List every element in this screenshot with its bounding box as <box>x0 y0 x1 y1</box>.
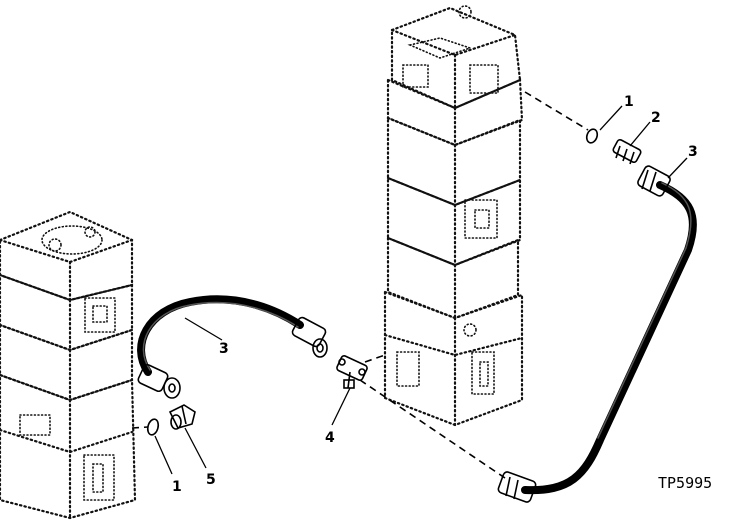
left-hose-right-fitting <box>291 316 328 358</box>
dash-line-right-port <box>524 91 589 131</box>
left-hose-left-fitting <box>137 363 181 399</box>
dash-line-tee-to-hose <box>359 379 506 479</box>
right-hose-lower-fitting <box>497 471 537 503</box>
elbow-fitting <box>168 404 196 430</box>
left-o-ring <box>146 418 160 436</box>
dash-line-left-port <box>131 426 149 429</box>
right-hose-upper-fitting <box>637 165 671 197</box>
tee-fitting <box>336 355 368 389</box>
right-adapter-fitting <box>612 138 642 165</box>
callout-2-right: 2 <box>651 110 661 126</box>
callout-5: 5 <box>206 472 216 488</box>
left-valve-stack <box>0 210 137 520</box>
callout-4: 4 <box>325 430 335 446</box>
dash-line-tee-to-stack <box>364 354 386 363</box>
left-hose <box>137 295 328 399</box>
figure-id: TP5995 <box>658 474 712 492</box>
callout-3-right: 3 <box>688 144 698 160</box>
right-valve-stack <box>383 5 524 427</box>
right-hose <box>497 165 697 503</box>
right-o-ring <box>585 128 599 144</box>
callout-1-left: 1 <box>172 479 182 495</box>
callout-3-left: 3 <box>219 341 229 357</box>
callout-1-right: 1 <box>624 94 634 110</box>
